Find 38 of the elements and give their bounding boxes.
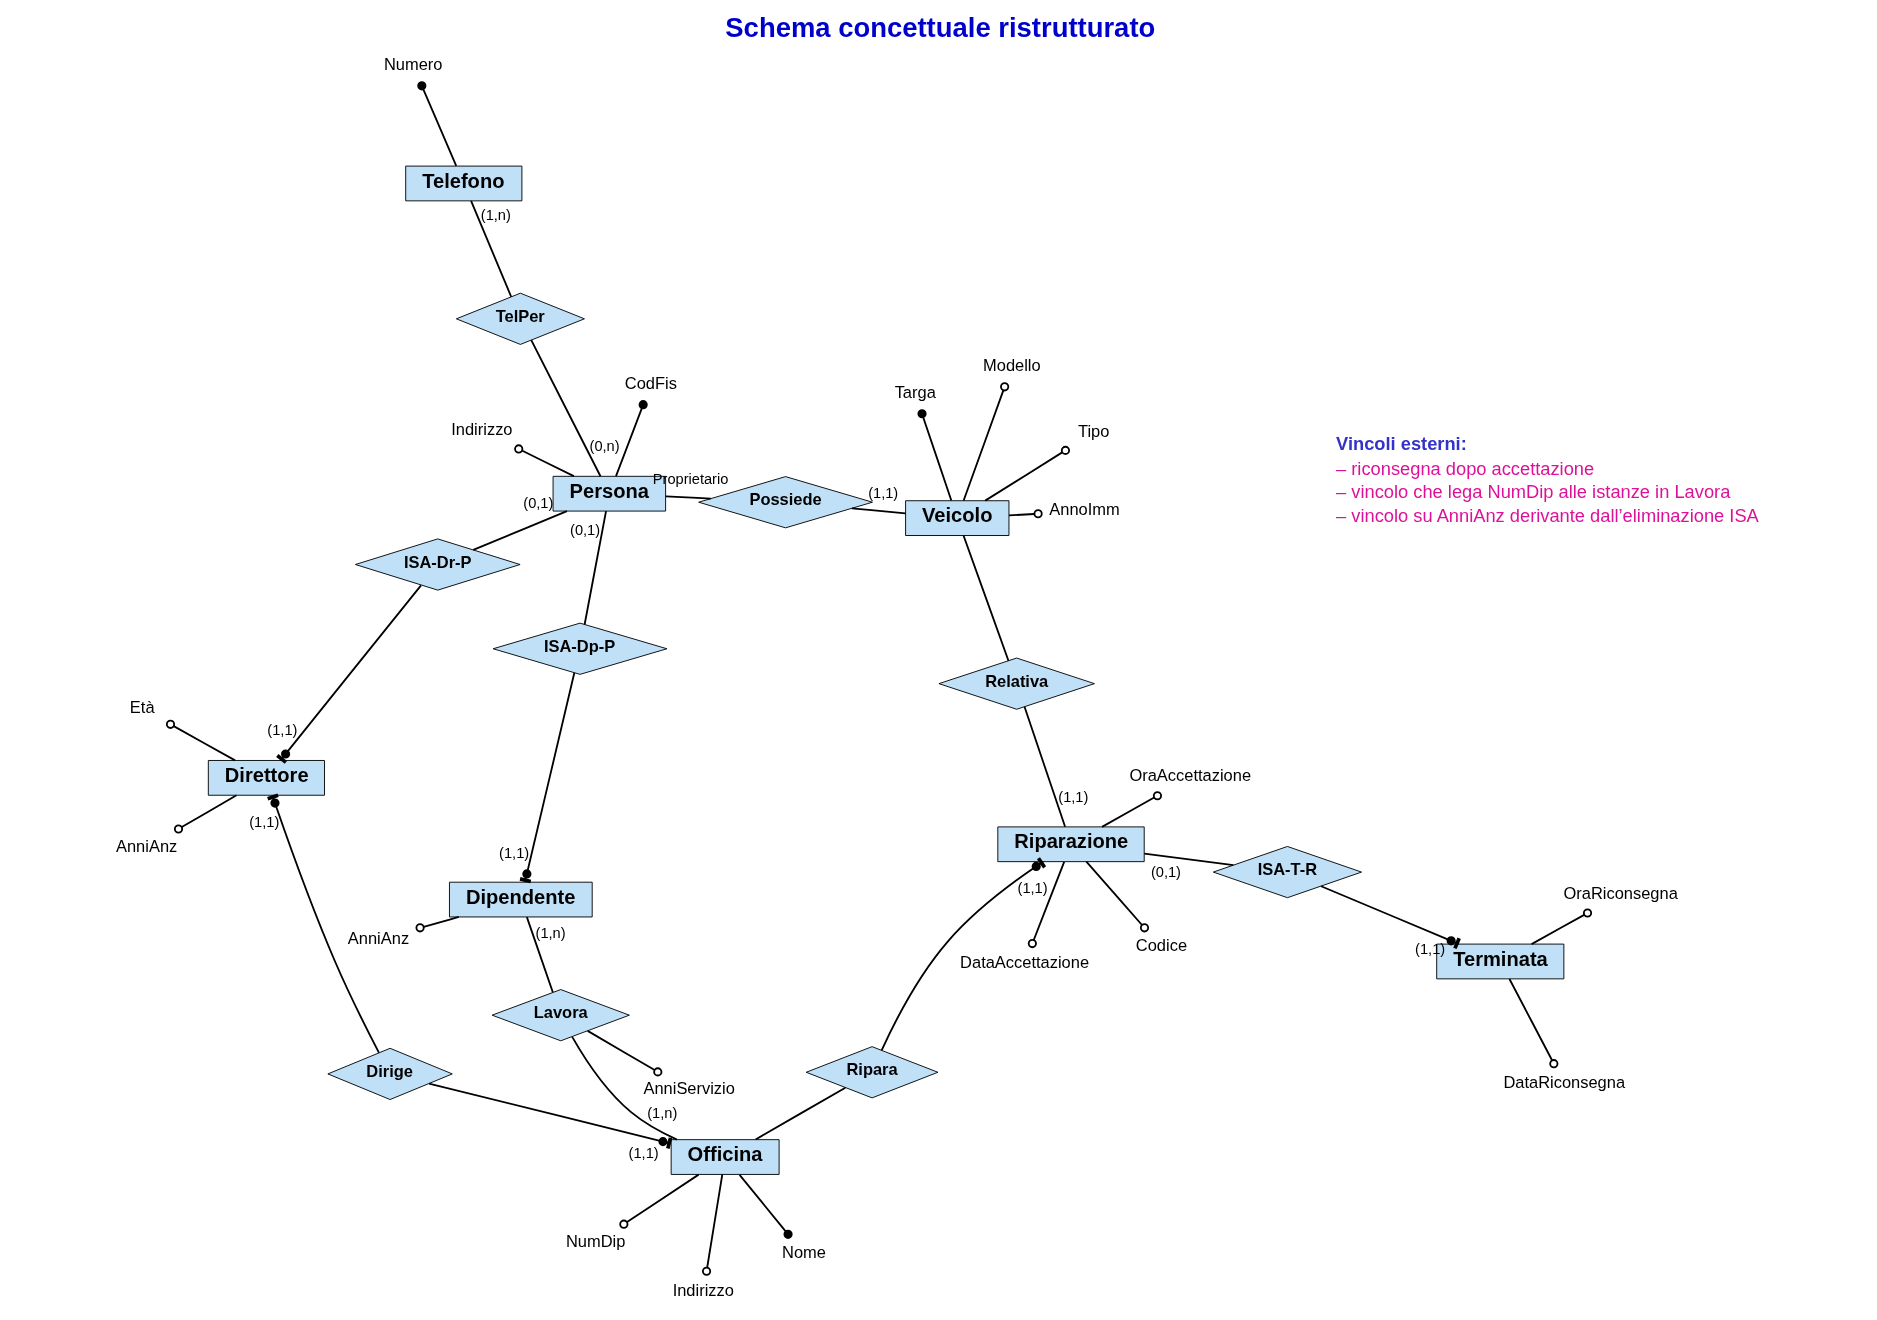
label: – riconsegna dopo accettazione — [1336, 457, 1595, 479]
edge-label: (1,1) — [249, 813, 280, 830]
node-text: AnnoImm — [1049, 500, 1120, 519]
edge-label: (1,1) — [267, 721, 298, 738]
node-text: Numero — [383, 54, 443, 73]
node-text: CodFis — [624, 373, 677, 392]
label: – vincolo su AnniAnz derivante dall’eliminazione ISA — [1336, 505, 1759, 527]
edge-label: (1,1) — [1017, 879, 1048, 896]
node-text: AnniAnz — [347, 928, 410, 947]
edge-label: (0,1) — [523, 495, 554, 512]
label: Vincoli esterni: — [1336, 432, 1467, 454]
edge-label: (1,1) — [1058, 789, 1089, 806]
diagram-title: Schema concettuale ristrutturato — [725, 11, 1156, 43]
edge-label: (1,n) — [535, 924, 566, 941]
node-text: Età — [129, 697, 155, 716]
node-text: Codice — [1135, 936, 1188, 955]
node-text: DataAccettazione — [960, 952, 1090, 971]
node-text: AnniServizio — [643, 1079, 735, 1098]
node-text: AnniAnz — [115, 836, 178, 855]
edge-label: (1,1) — [499, 845, 530, 862]
node-text: DataRiconsegna — [1503, 1072, 1626, 1091]
node-text: NumDip — [565, 1231, 626, 1250]
node-text: Indirizzo — [451, 419, 513, 438]
edge-label: (1,n) — [480, 207, 511, 224]
edge-label: (0,1) — [570, 522, 601, 539]
edge-label: (1,1) — [628, 1144, 659, 1161]
edge-label: (1,1) — [868, 484, 899, 501]
node-text: Tipo — [1077, 421, 1110, 440]
node-text: OraAccettazione — [1129, 766, 1252, 785]
edge-label: (0,1) — [1150, 863, 1181, 880]
node-text: Modello — [983, 355, 1041, 374]
node-text: OraRiconsegna — [1563, 883, 1678, 902]
edge-label: (0,n) — [589, 437, 620, 454]
node-text: Targa — [894, 382, 936, 401]
node-text: Nome — [782, 1242, 826, 1261]
edge-label: (1,n) — [647, 1104, 678, 1121]
node-text: Indirizzo — [672, 1280, 734, 1299]
label: – vincolo che lega NumDip alle istanze in Lavora — [1336, 481, 1731, 503]
